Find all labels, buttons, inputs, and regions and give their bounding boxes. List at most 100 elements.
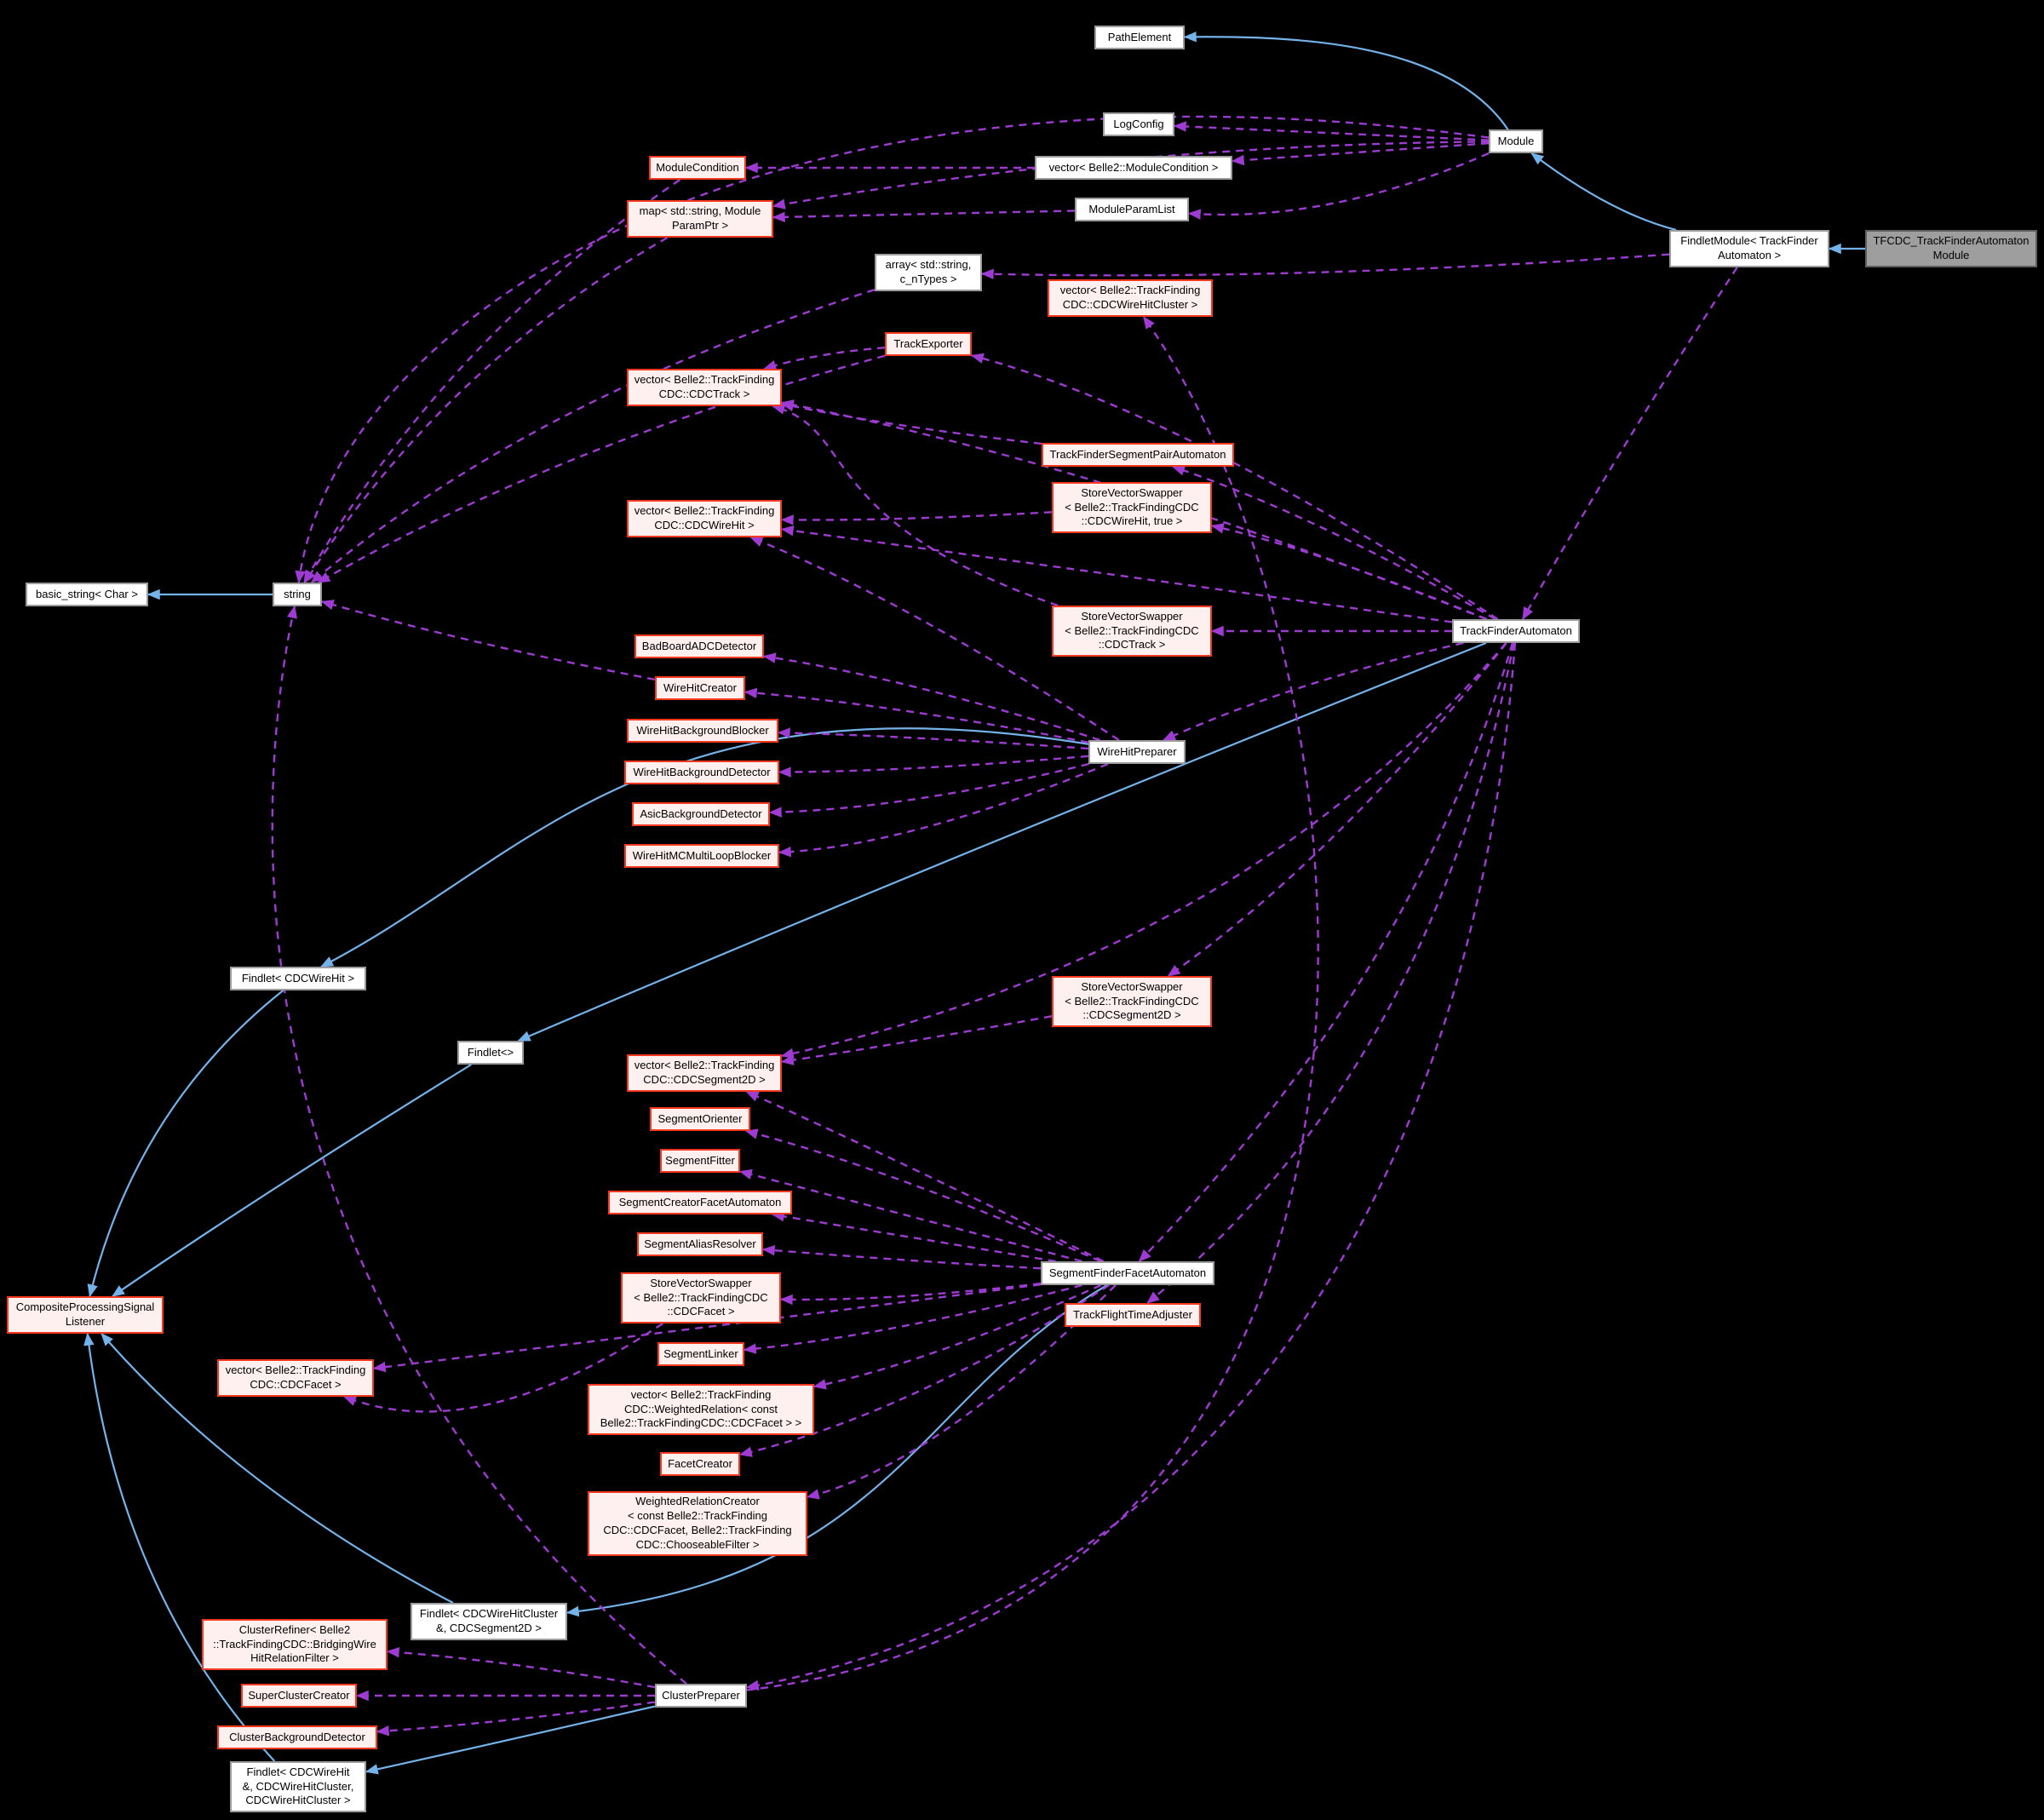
edge-wirehit_preparer-wirehit_mcmlb — [778, 762, 1109, 858]
edge-segment_finder_fa-segment_creator_fa — [771, 1211, 1056, 1263]
edge-track_finder_automaton-track_flight_time — [1146, 642, 1515, 1304]
node-segment_orienter[interactable]: SegmentOrienter — [650, 1107, 750, 1131]
edge-track_finder_automaton-findlet_empty — [517, 641, 1487, 1042]
node-vec_module_condition[interactable]: vector< Belle2::ModuleCondition > — [1035, 156, 1232, 180]
node-path_element[interactable]: PathElement — [1094, 26, 1185, 49]
node-findlet_cdcwirehit[interactable]: Findlet< CDCWireHit > — [230, 967, 366, 990]
edge-segment_finder_fa-vec_weighted_rel — [812, 1283, 1102, 1390]
node-segment_creator_fa[interactable]: SegmentCreatorFacetAutomaton — [608, 1191, 792, 1214]
edge-module_condition-string — [302, 179, 681, 584]
edge-track_finder_automaton-wirehit_preparer — [1163, 641, 1464, 742]
node-cluster_refiner[interactable]: ClusterRefiner< Belle2 ::TrackFindingCDC… — [202, 1619, 388, 1670]
edge-svs_cdctrack-vec_cdctrack — [772, 404, 1059, 607]
edge-wirehit_preparer-wirehit_bg_blocker — [777, 727, 1089, 750]
node-vec_cdcwirehit[interactable]: vector< Belle2::TrackFinding CDC::CDCWir… — [627, 500, 782, 537]
edge-map_string_moduleparamptr-string — [303, 236, 669, 584]
node-tf_segment_pair[interactable]: TrackFinderSegmentPairAutomaton — [1042, 443, 1234, 467]
edge-track_finder_automaton-vec_segment2d — [780, 642, 1507, 1059]
node-wirehit_mcmlb[interactable]: WireHitMCMultiLoopBlocker — [624, 844, 779, 868]
edge-findlet_cluster_seg-composite — [100, 1333, 454, 1604]
edge-cluster_preparer-vec_wirehitcluster — [746, 315, 1319, 1691]
edge-track_finder_automaton-track_exporter — [970, 353, 1499, 621]
node-svs_cdctrack[interactable]: StoreVectorSwapper < Belle2::TrackFindin… — [1052, 606, 1212, 657]
edge-svs_facet-vec_facet — [342, 1323, 663, 1413]
edge-track_exporter-string — [317, 354, 886, 584]
edge-segment_finder_fa-vec_facet — [372, 1283, 1042, 1373]
node-module[interactable]: Module — [1489, 129, 1543, 153]
node-findlet_module[interactable]: FindletModule< TrackFinder Automaton > — [1669, 230, 1829, 267]
edge-svs_segment2d-vec_segment2d — [780, 1015, 1053, 1065]
edge-segment_finder_fa-segment_linker — [743, 1283, 1082, 1354]
edge-wirehit_preparer-vec_cdcwirehit — [749, 536, 1120, 742]
edge-svs_wirehit-vec_cdcwirehit — [780, 511, 1053, 525]
node-wirehit_bg_blocker[interactable]: WireHitBackgroundBlocker — [627, 719, 778, 743]
edge-cluster_preparer-cluster_bg_detector — [376, 1701, 656, 1737]
node-track_flight_time[interactable]: TrackFlightTimeAdjuster — [1065, 1303, 1201, 1327]
node-wirehit_creator[interactable]: WireHitCreator — [655, 676, 745, 700]
node-string[interactable]: string — [273, 583, 322, 606]
node-module_param_list[interactable]: ModuleParamList — [1075, 198, 1189, 221]
node-track_exporter[interactable]: TrackExporter — [885, 332, 972, 356]
node-findlet_wirehit_cluster2[interactable]: Findlet< CDCWireHit &, CDCWireHitCluster… — [230, 1761, 366, 1812]
edge-track_finder_automaton-svs_segment2d — [1167, 642, 1507, 977]
node-log_config[interactable]: LogConfig — [1103, 112, 1174, 136]
edge-segment_finder_fa-segment_orienter — [744, 1128, 1101, 1263]
edge-track_exporter-vec_cdctrack — [763, 346, 886, 370]
node-segment_fitter[interactable]: SegmentFitter — [660, 1149, 740, 1173]
edge-module-vec_module_condition — [1231, 142, 1490, 166]
edge-segment_finder_fa-vec_segment2d — [745, 1090, 1105, 1263]
edge-wirehit_preparer-findlet_cdcwirehit — [320, 727, 1089, 967]
edge-module-log_config — [1173, 121, 1490, 141]
node-asic_bg_detector[interactable]: AsicBackgroundDetector — [632, 802, 770, 826]
edge-module-module_param_list — [1187, 152, 1490, 220]
node-array_string[interactable]: array< std::string, c_nTypes > — [875, 254, 982, 291]
node-segment_finder_fa[interactable]: SegmentFinderFacetAutomaton — [1041, 1261, 1214, 1285]
edge-cluster_preparer-findlet_wirehit_cluster2 — [365, 1705, 656, 1775]
node-facet_creator[interactable]: FacetCreator — [660, 1452, 740, 1476]
node-svs_facet[interactable]: StoreVectorSwapper < Belle2::TrackFindin… — [621, 1272, 781, 1323]
node-wirehit_bg_detector[interactable]: WireHitBackgroundDetector — [624, 761, 779, 784]
edge-track_finder_automaton-vec_cdctrack — [780, 399, 1487, 621]
node-wirehit_preparer[interactable]: WireHitPreparer — [1088, 740, 1186, 764]
edge-array_string-string — [310, 288, 876, 583]
edge-track_finder_automaton-segment_finder_fa — [1138, 642, 1514, 1262]
node-track_finder_automaton[interactable]: TrackFinderAutomaton — [1452, 619, 1580, 643]
edge-track_finder_automaton-vec_cdcwirehit — [780, 525, 1453, 623]
edge-module_param_list-map_string_moduleparamptr — [772, 210, 1076, 223]
node-vec_wirehitcluster[interactable]: vector< Belle2::TrackFinding CDC::CDCWir… — [1048, 279, 1213, 317]
node-vec_cdctrack[interactable]: vector< Belle2::TrackFinding CDC::CDCTra… — [627, 369, 782, 406]
node-cluster_bg_detector[interactable]: ClusterBackgroundDetector — [217, 1725, 377, 1749]
edge-segment_finder_fa-segment_fitter — [738, 1168, 1082, 1263]
node-weighted_rel_creator[interactable]: WeightedRelationCreator < const Belle2::… — [588, 1491, 807, 1556]
node-bad_board[interactable]: BadBoardADCDetector — [634, 634, 764, 658]
node-vec_weighted_rel[interactable]: vector< Belle2::TrackFinding CDC::Weight… — [588, 1384, 814, 1435]
node-basic_string[interactable]: basic_string< Char > — [26, 583, 148, 606]
node-svs_segment2d[interactable]: StoreVectorSwapper < Belle2::TrackFindin… — [1052, 976, 1212, 1027]
edge-segment_finder_fa-facet_creator — [738, 1283, 1110, 1457]
node-svs_wirehit[interactable]: StoreVectorSwapper < Belle2::TrackFindin… — [1052, 482, 1212, 533]
edge-wirehit_creator-string — [320, 600, 656, 681]
node-findlet_cluster_seg[interactable]: Findlet< CDCWireHitCluster &, CDCSegment… — [411, 1603, 567, 1640]
edge-track_finder_automaton-tf_segment_pair — [1172, 465, 1496, 621]
edge-findlet_cdcwirehit-composite — [87, 990, 284, 1298]
edge-findlet_module-array_string — [980, 253, 1670, 280]
node-tfcdc[interactable]: TFCDC_TrackFinderAutomaton Module — [1865, 230, 2037, 267]
node-vec_facet[interactable]: vector< Belle2::TrackFinding CDC::CDCFac… — [217, 1359, 374, 1397]
node-cluster_preparer[interactable]: ClusterPreparer — [655, 1684, 747, 1708]
node-composite[interactable]: CompositeProcessingSignal Listener — [7, 1296, 164, 1334]
node-vec_segment2d[interactable]: vector< Belle2::TrackFinding CDC::CDCSeg… — [627, 1054, 782, 1092]
edge-wirehit_preparer-wirehit_bg_detector — [778, 755, 1089, 778]
node-map_string_moduleparamptr[interactable]: map< std::string, Module ParamPtr > — [627, 200, 773, 238]
node-segment_linker[interactable]: SegmentLinker — [657, 1342, 744, 1366]
node-findlet_empty[interactable]: Findlet<> — [457, 1041, 524, 1065]
edge-tf_segment_pair-vec_cdctrack — [780, 400, 1042, 445]
node-module_condition[interactable]: ModuleCondition — [649, 156, 746, 180]
edge-findlet_module-module — [1530, 152, 1677, 232]
node-super_cluster_creator[interactable]: SuperClusterCreator — [241, 1684, 357, 1708]
node-segment_alias[interactable]: SegmentAliasResolver — [637, 1232, 763, 1256]
edge-wirehit_preparer-wirehit_creator — [744, 687, 1089, 744]
edge-track_finder_automaton-cluster_preparer — [745, 642, 1517, 1691]
edge-cluster_preparer-string — [271, 605, 687, 1685]
